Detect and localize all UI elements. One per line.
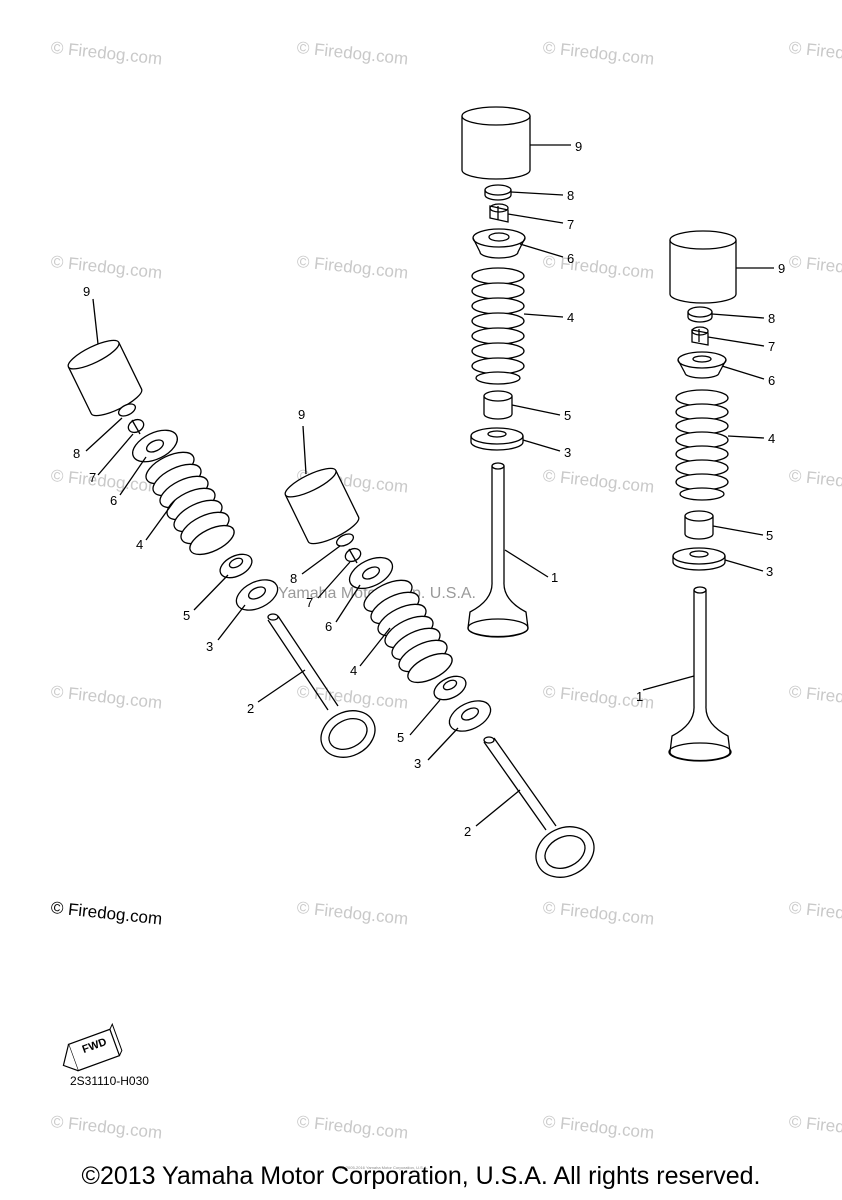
callout-7: 7 [89,470,97,485]
diagram-code: 2S31110-H030 [70,1074,149,1088]
valve-stem-seal [433,675,467,701]
valve [467,462,529,638]
callout-1: 1 [636,689,644,704]
valve-stem-seal [684,510,714,540]
callout-4: 4 [768,431,776,446]
callout-6: 6 [768,373,776,388]
callout-3: 3 [414,756,422,771]
valve-assembly-middle [284,425,595,878]
adjusting-pad [117,403,137,417]
callout-6: 6 [110,493,118,508]
spring-retainer [677,351,727,379]
valve-assembly-left [67,298,376,758]
callout-9: 9 [778,261,786,276]
callout-2: 2 [247,701,255,716]
spring-retainer [348,556,394,590]
callout-9: 9 [83,284,91,299]
callout-2: 2 [464,824,472,839]
valve-assembly-top [461,106,571,638]
valve-lifter [461,106,531,180]
valve-lifter [284,467,360,545]
callout-8: 8 [290,571,298,586]
callout-3: 3 [206,639,214,654]
callout-6: 6 [567,251,575,266]
spring-seat [672,547,726,571]
valve-assembly-right [642,230,774,762]
callout-3: 3 [766,564,774,579]
callout-4: 4 [567,310,575,325]
callout-7: 7 [768,339,776,354]
valve-spring [145,451,235,556]
valve-spring [471,267,525,385]
adjusting-pad [687,306,713,323]
valve-spring [363,579,453,684]
callout-9: 9 [298,407,306,422]
valve-stem-seal [219,553,253,579]
spring-retainer [132,429,178,463]
valve [668,586,732,762]
callout-5: 5 [397,730,405,745]
callout-5: 5 [564,408,572,423]
callout-7: 7 [567,217,575,232]
valve-cotter [691,326,709,346]
adjusting-pad [484,184,512,201]
callout-8: 8 [567,188,575,203]
valve-lifter [669,230,737,304]
callout-3: 3 [564,445,572,460]
callout-9: 9 [575,139,583,154]
spring-retainer [472,228,526,259]
callout-4: 4 [350,663,358,678]
fine-print: (c) 2005-2016 Yamaha Motor Corporation, … [340,1165,428,1170]
valve [267,613,376,758]
spring-seat [235,579,279,611]
callout-5: 5 [183,608,191,623]
fwd-arrow-icon [62,1022,123,1072]
valve-cotter [127,418,145,435]
callout-5: 5 [766,528,774,543]
valve-cotter [344,547,362,564]
spring-seat [448,700,492,732]
callout-6: 6 [325,619,333,634]
callout-8: 8 [73,446,81,461]
callout-4: 4 [136,537,144,552]
valve [483,736,595,878]
valve-spring [675,389,729,501]
footer-copyright: ©2013 Yamaha Motor Corporation, U.S.A. A… [81,1162,761,1190]
valve-cotter [489,203,509,223]
valve-stem-seal [483,390,513,420]
callout-1: 1 [551,570,559,585]
adjusting-pad [335,533,355,547]
spring-seat [470,427,524,451]
callout-7: 7 [306,595,314,610]
callout-8: 8 [768,311,776,326]
